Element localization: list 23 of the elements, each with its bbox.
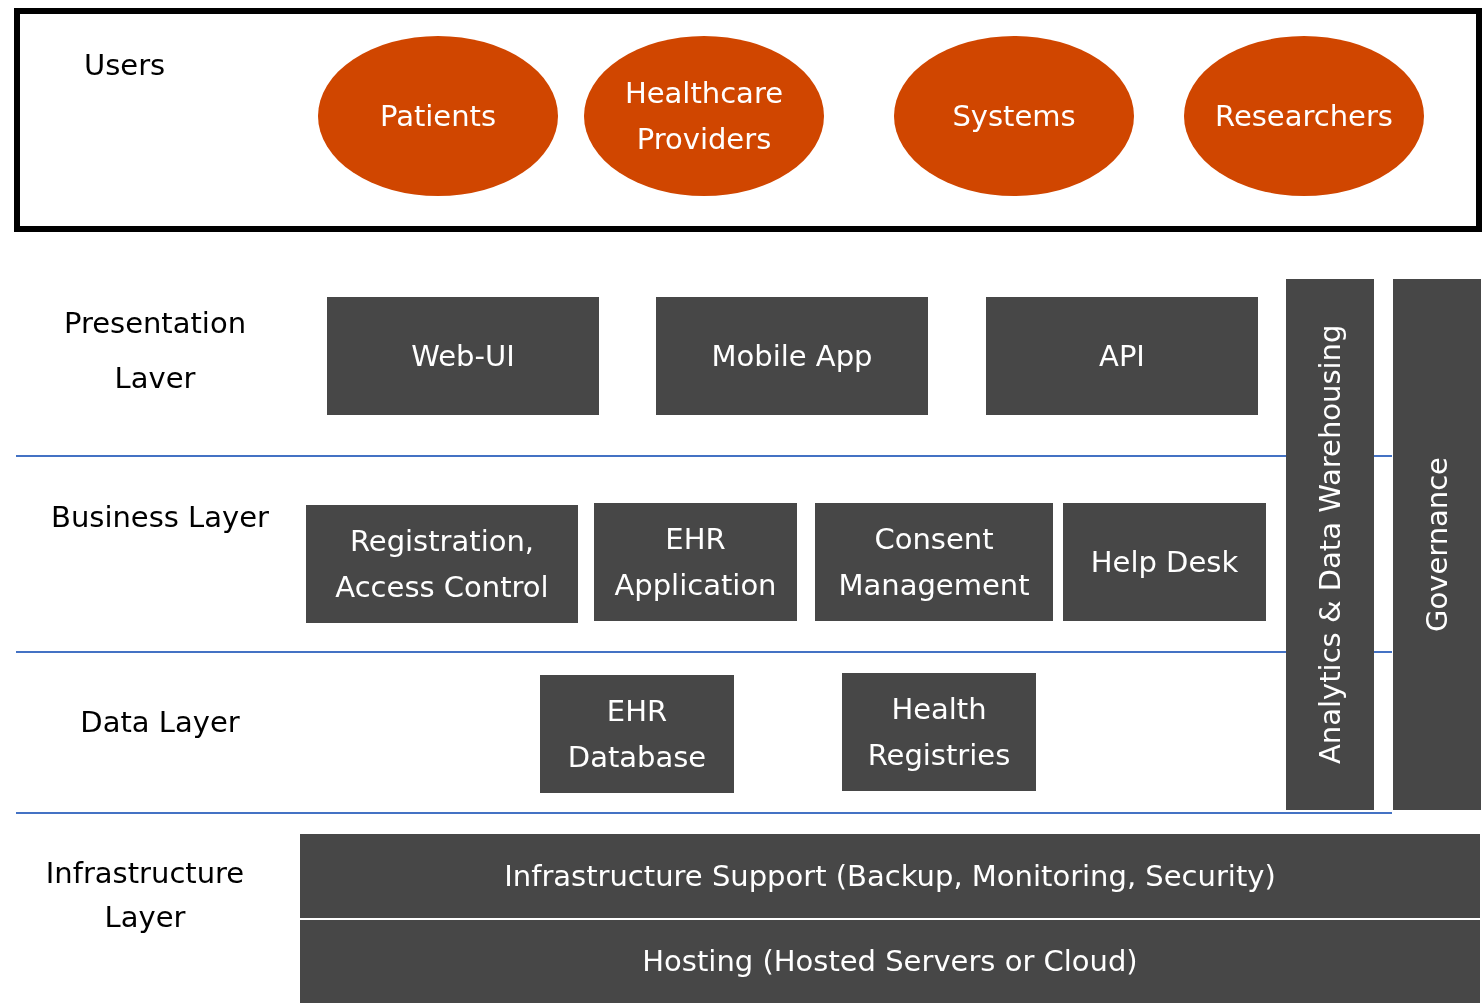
user-ellipse: Healthcare Providers xyxy=(584,36,824,196)
users-panel xyxy=(14,8,1482,232)
component-box: Consent Management xyxy=(815,503,1053,621)
layer-label: Presentation Laver xyxy=(62,305,248,398)
component-box: Health Registries xyxy=(842,673,1036,791)
user-ellipse: Systems xyxy=(894,36,1134,196)
vertical-band: Governance xyxy=(1393,279,1481,810)
component-box: EHR Application xyxy=(594,503,797,621)
group-title: Users xyxy=(84,47,166,84)
vertical-band: Analytics & Data Warehousing xyxy=(1286,279,1374,810)
user-ellipse: Patients xyxy=(318,36,558,196)
component-box: Help Desk xyxy=(1063,503,1266,621)
component-box: Mobile App xyxy=(656,297,928,415)
component-box: EHR Database xyxy=(540,675,734,793)
user-ellipse: Researchers xyxy=(1184,36,1424,196)
component-box: Web-UI xyxy=(327,297,599,415)
infrastructure-band: Infrastructure Support (Backup, Monitoring, Security) xyxy=(300,834,1480,918)
layer-label: Infrastructure Layer xyxy=(44,855,246,936)
layer-label: Data Layer xyxy=(79,704,241,741)
component-box: Registration, Access Control xyxy=(306,505,578,623)
component-box: API xyxy=(986,297,1258,415)
layer-label: Business Layer xyxy=(50,499,270,536)
hosting-band: Hosting (Hosted Servers or Cloud) xyxy=(300,920,1480,1003)
